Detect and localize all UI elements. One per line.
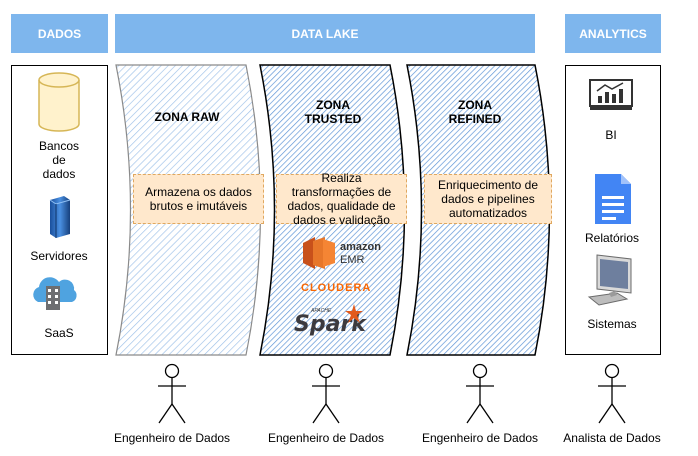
emr-text-emr: EMR: [340, 254, 365, 266]
zone-trusted-title: ZONA TRUSTED: [304, 98, 362, 126]
header-data-lake: DATA LAKE: [115, 14, 535, 53]
zone-refined-note: Enriquecimento de dados e pipelines auto…: [424, 174, 552, 224]
actor-icon-3: [466, 363, 494, 424]
zone-raw-title: ZONA RAW: [154, 110, 220, 124]
amazon-emr-logo: [303, 237, 335, 269]
database-icon: [38, 72, 80, 132]
actor-icon-2: [312, 363, 340, 424]
analytics-label-systems: Sistemas: [587, 317, 637, 331]
zone-raw-note: Armazena os dados brutos e imutáveis: [133, 174, 264, 224]
header-dados: DADOS: [11, 14, 108, 53]
cloud-building-icon: [33, 277, 77, 310]
server-icon: [49, 196, 71, 238]
source-label-saas: SaaS: [44, 326, 74, 340]
actor-label-1: Engenheiro de Dados: [113, 431, 231, 445]
actor-label-4: Analista de Dados: [563, 431, 661, 445]
zone-refined-title: ZONA REFINED: [448, 98, 502, 126]
actor-label-2: Engenheiro de Dados: [267, 431, 385, 445]
emr-text-amazon: amazon: [340, 241, 381, 253]
spark-star-icon: [345, 304, 363, 323]
actor-icon-1: [158, 363, 186, 424]
source-label-servers: Servidores: [30, 249, 88, 263]
actor-icon-4: [598, 363, 626, 424]
header-analytics: ANALYTICS: [565, 14, 661, 53]
analytics-label-reports: Relatórios: [584, 231, 640, 245]
spark-logo-small: APACHE: [311, 308, 332, 314]
actor-label-3: Engenheiro de Dados: [421, 431, 539, 445]
zone-trusted-note: Realiza transformações de dados, qualida…: [276, 171, 407, 227]
source-label-databases: Bancos de dados: [38, 139, 80, 181]
cloudera-logo: CLOUDERA: [301, 282, 372, 294]
document-icon: [595, 174, 631, 224]
computer-icon: [587, 254, 632, 306]
bi-monitor-icon: [589, 79, 633, 110]
analytics-label-bi: BI: [605, 128, 617, 142]
